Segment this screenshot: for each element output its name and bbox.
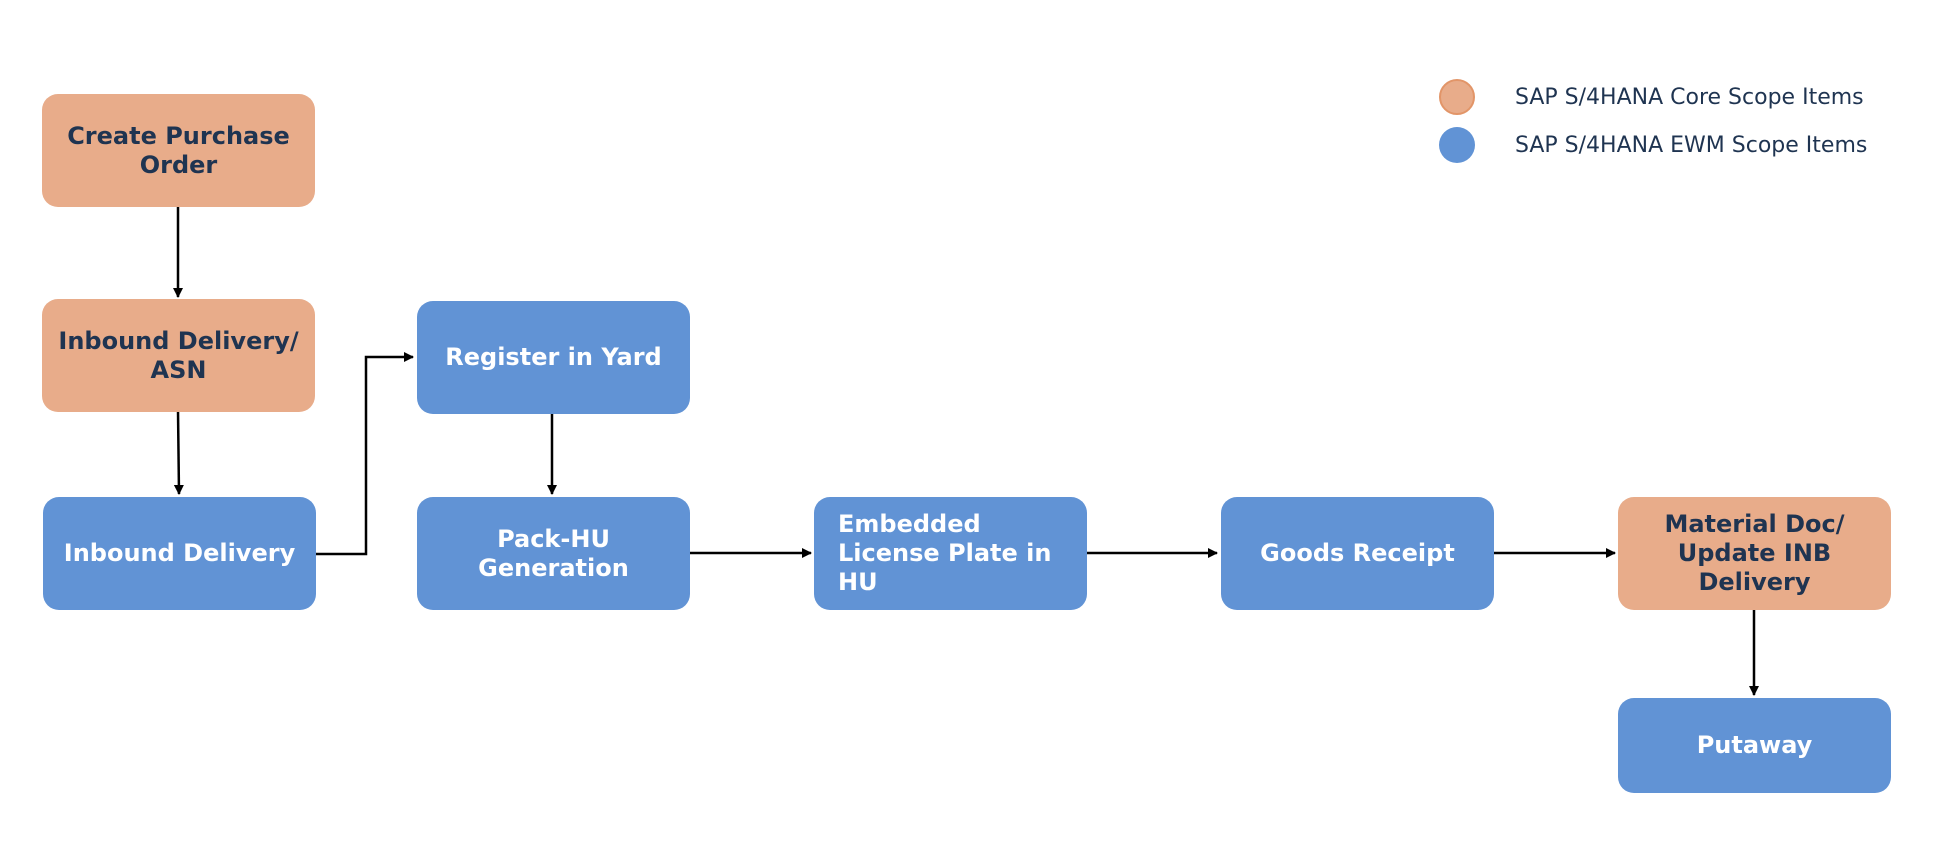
node-create-purchase-order: Create Purchase Order [42, 94, 315, 207]
legend-core: SAP S/4HANA Core Scope Items [1439, 79, 1864, 115]
node-putaway: Putaway [1618, 698, 1891, 793]
legend-ewm: SAP S/4HANA EWM Scope Items [1439, 127, 1867, 163]
node-inbound-delivery: Inbound Delivery [43, 497, 316, 610]
node-material-doc-update-inb-delivery: Material Doc/ Update INB Delivery [1618, 497, 1891, 610]
legend-ewm-label: SAP S/4HANA EWM Scope Items [1515, 132, 1868, 158]
node-label: Inbound Delivery [63, 539, 296, 567]
legend-core-swatch [1439, 79, 1475, 115]
node-register-in-yard: Register in Yard [417, 301, 690, 414]
legend-ewm-swatch [1439, 127, 1475, 163]
node-label: Embedded License Plate in HU [838, 510, 1052, 596]
node-label: Inbound Delivery/ ASN [58, 326, 299, 384]
edge-inbound-delivery-to-register-yard [315, 352, 414, 556]
node-label: Putaway [1696, 731, 1813, 759]
node-label: Material Doc/ Update INB Delivery [1664, 510, 1845, 596]
node-goods-receipt: Goods Receipt [1221, 497, 1494, 610]
node-embedded-license-plate: Embedded License Plate in HU [814, 497, 1087, 610]
node-inbound-delivery-asn: Inbound Delivery/ ASN [42, 299, 315, 412]
edge-inbound-asn-to-inbound-delivery [173, 410, 184, 495]
node-pack-hu-generation: Pack-HU Generation [417, 497, 690, 610]
node-label: Pack-HU Generation [478, 524, 629, 582]
node-label: Create Purchase Order [67, 121, 290, 179]
node-label: Goods Receipt [1260, 539, 1455, 567]
legend-core-label: SAP S/4HANA Core Scope Items [1515, 84, 1864, 110]
node-label: Register in Yard [445, 343, 662, 371]
